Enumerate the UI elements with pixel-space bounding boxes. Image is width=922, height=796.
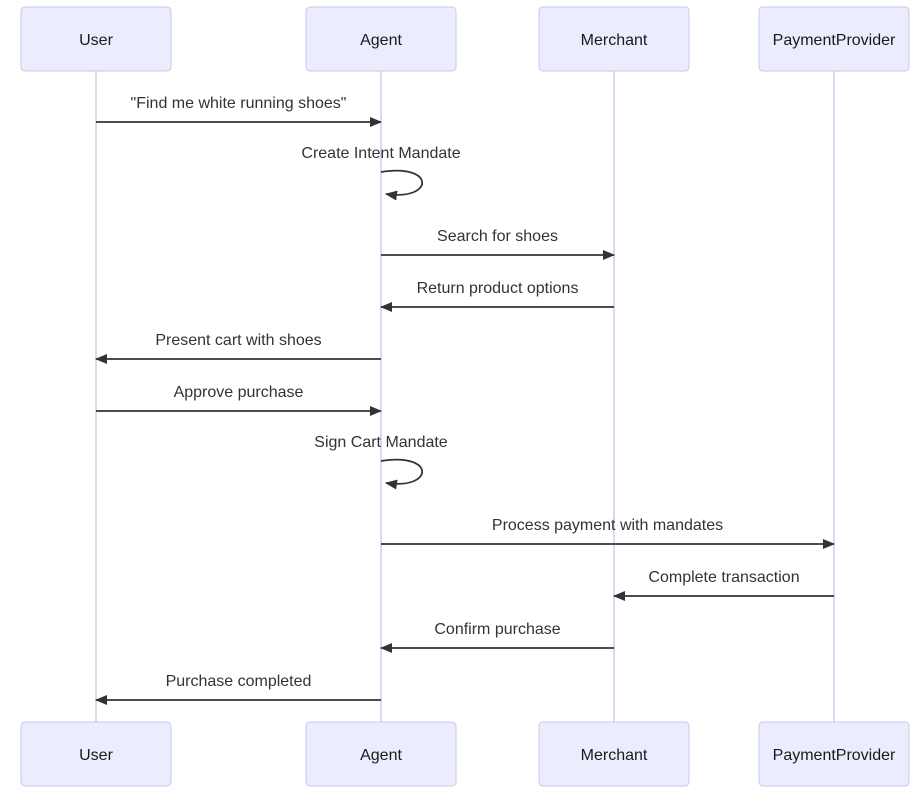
actor-top-agent-label: Agent [360, 32, 402, 49]
actor-bottom-merchant: Merchant [538, 721, 690, 787]
actor-top-merchant-label: Merchant [581, 32, 648, 49]
actor-bottom-user: User [20, 721, 172, 787]
message-7: Sign Cart Mandate [314, 434, 448, 490]
actor-bottom-user-label: User [79, 747, 113, 764]
actor-bottom-merchant-label: Merchant [581, 747, 648, 764]
message-3-label: Search for shoes [437, 228, 558, 245]
actor-bottom-agent-label: Agent [360, 747, 402, 764]
actor-top-agent: Agent [305, 6, 457, 72]
actor-top-paymentprovider: PaymentProvider [758, 6, 910, 72]
message-4: Return product options [380, 280, 614, 312]
actor-top-user-label: User [79, 32, 113, 49]
actor-top-paymentprovider-label: PaymentProvider [773, 32, 896, 49]
actor-bottom-user-box [20, 721, 172, 787]
message-9: Complete transaction [613, 569, 834, 601]
message-6-label: Approve purchase [174, 384, 304, 401]
message-2-label: Create Intent Mandate [301, 145, 460, 162]
message-10-label: Confirm purchase [434, 621, 560, 638]
actor-top-user: User [20, 6, 172, 72]
actor-top-merchant: Merchant [538, 6, 690, 72]
message-2-self-arrow [380, 169, 423, 201]
message-7-label: Sign Cart Mandate [314, 434, 448, 451]
message-8-label: Process payment with mandates [492, 517, 723, 534]
message-5-label: Present cart with shoes [155, 332, 321, 349]
actor-bottom-paymentprovider-box [758, 721, 910, 787]
message-1-label: "Find me white running shoes" [131, 95, 347, 112]
message-11: Purchase completed [95, 673, 381, 705]
message-7-self-arrow [380, 458, 423, 490]
message-11-label: Purchase completed [166, 673, 312, 690]
actor-bottom-paymentprovider-label: PaymentProvider [773, 747, 896, 764]
actor-bottom-paymentprovider: PaymentProvider [758, 721, 910, 787]
message-8: Process payment with mandates [381, 517, 835, 549]
message-1: "Find me white running shoes" [96, 95, 382, 127]
message-2: Create Intent Mandate [301, 145, 461, 201]
message-10: Confirm purchase [380, 621, 614, 653]
actor-top-merchant-box [538, 6, 690, 72]
message-4-label: Return product options [417, 280, 579, 297]
message-9-label: Complete transaction [648, 569, 799, 586]
message-3: Search for shoes [381, 228, 615, 260]
actor-top-agent-box [305, 6, 457, 72]
message-5: Present cart with shoes [95, 332, 381, 364]
actor-bottom-agent: Agent [305, 721, 457, 787]
actor-bottom-agent-box [305, 721, 457, 787]
actor-top-user-box [20, 6, 172, 72]
message-6: Approve purchase [96, 384, 382, 416]
actor-top-paymentprovider-box [758, 6, 910, 72]
actor-bottom-merchant-box [538, 721, 690, 787]
